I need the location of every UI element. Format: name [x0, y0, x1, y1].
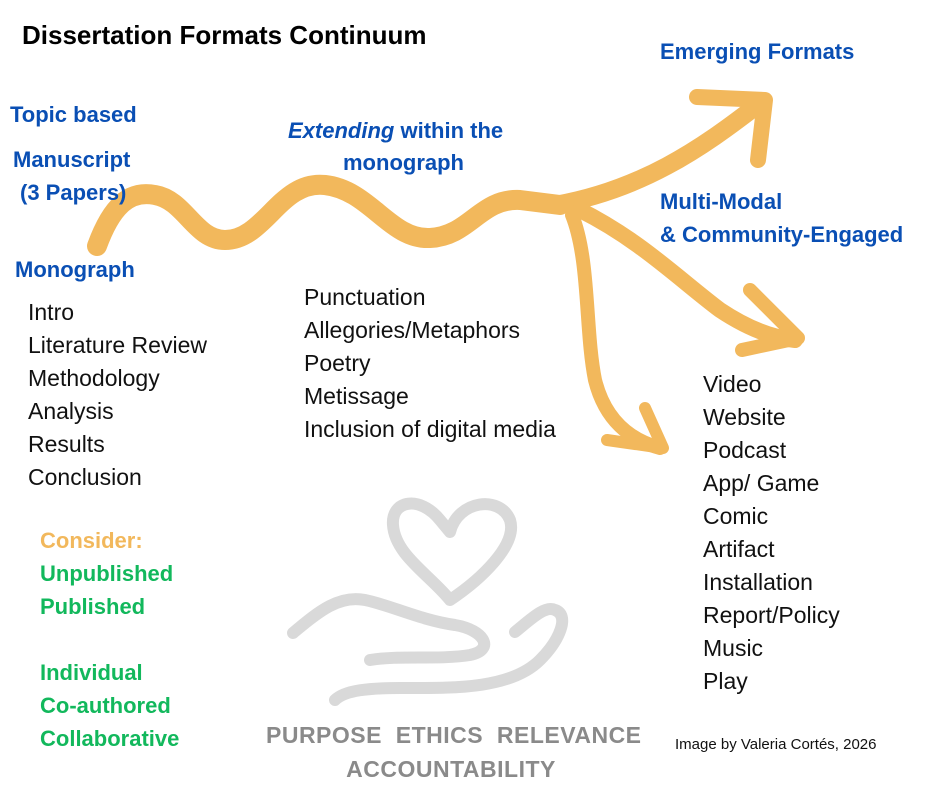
- consider-item: Individual: [40, 660, 143, 685]
- page-title: Dissertation Formats Continuum: [22, 20, 427, 50]
- list-item: Methodology: [28, 365, 160, 391]
- list-item: Music: [703, 635, 764, 661]
- consider-item: Co-authored: [40, 693, 171, 718]
- label-topic-based: Topic based: [10, 102, 137, 127]
- list-item: Report/Policy: [703, 602, 840, 628]
- list-item: App/ Game: [703, 470, 820, 496]
- label-multimodal-2: & Community-Engaged: [660, 222, 904, 247]
- extending-branch-arrow: [565, 208, 667, 455]
- consider-item: Published: [40, 594, 146, 619]
- label-monograph: Monograph: [15, 257, 135, 282]
- label-extending-italic: Extending: [288, 118, 395, 143]
- emerging-branch-arrow: [546, 94, 769, 214]
- list-item: Allegories/Metaphors: [304, 317, 521, 343]
- label-extending: Extending within the: [288, 118, 503, 144]
- label-extending-line2: monograph: [343, 150, 464, 175]
- list-item: Analysis: [28, 398, 114, 424]
- list-item: Punctuation: [304, 284, 426, 310]
- extending-list: Punctuation Allegories/Metaphors Poetry …: [304, 281, 556, 446]
- label-emerging-formats: Emerging Formats: [660, 39, 855, 64]
- list-item: Video: [703, 371, 762, 397]
- heart-hand-icon: [287, 497, 569, 706]
- values-line-2: ACCOUNTABILITY: [346, 756, 556, 782]
- list-item: Results: [28, 431, 105, 457]
- multimodal-arrowhead: [735, 283, 805, 357]
- list-item: Website: [703, 404, 786, 430]
- list-item: Inclusion of digital media: [304, 416, 556, 442]
- multimodal-branch-arrow: [572, 202, 803, 348]
- image-credit: Image by Valeria Cortés, 2026: [675, 736, 877, 753]
- consider-heading: Consider:: [40, 528, 143, 553]
- label-manuscript-sub: (3 Papers): [20, 180, 127, 205]
- extending-arrowhead: [601, 402, 669, 454]
- consider-block: Consider: Unpublished Published Individu…: [40, 524, 179, 755]
- emerging-arrowhead: [689, 89, 773, 168]
- continuum-wave-arrow: [87, 174, 570, 256]
- list-item: Podcast: [703, 437, 787, 463]
- list-item: Play: [703, 668, 748, 694]
- values-line-1: PURPOSE ETHICS RELEVANCE: [266, 722, 642, 748]
- list-item: Metissage: [304, 383, 409, 409]
- list-item: Intro: [28, 299, 75, 325]
- list-item: Comic: [703, 503, 769, 529]
- list-item: Literature Review: [28, 332, 207, 358]
- monograph-list: Intro Literature Review Methodology Anal…: [28, 296, 207, 494]
- label-multimodal-1: Multi-Modal: [660, 189, 783, 214]
- list-item: Poetry: [304, 350, 371, 376]
- multimodal-list: Video Website Podcast App/ Game Comic Ar…: [703, 368, 840, 698]
- label-extending-rest: within the: [400, 118, 504, 143]
- list-item: Installation: [703, 569, 813, 595]
- label-manuscript: Manuscript: [13, 147, 131, 172]
- consider-item: Unpublished: [40, 561, 174, 586]
- list-item: Conclusion: [28, 464, 142, 490]
- list-item: Artifact: [703, 536, 775, 562]
- consider-item: Collaborative: [40, 726, 180, 751]
